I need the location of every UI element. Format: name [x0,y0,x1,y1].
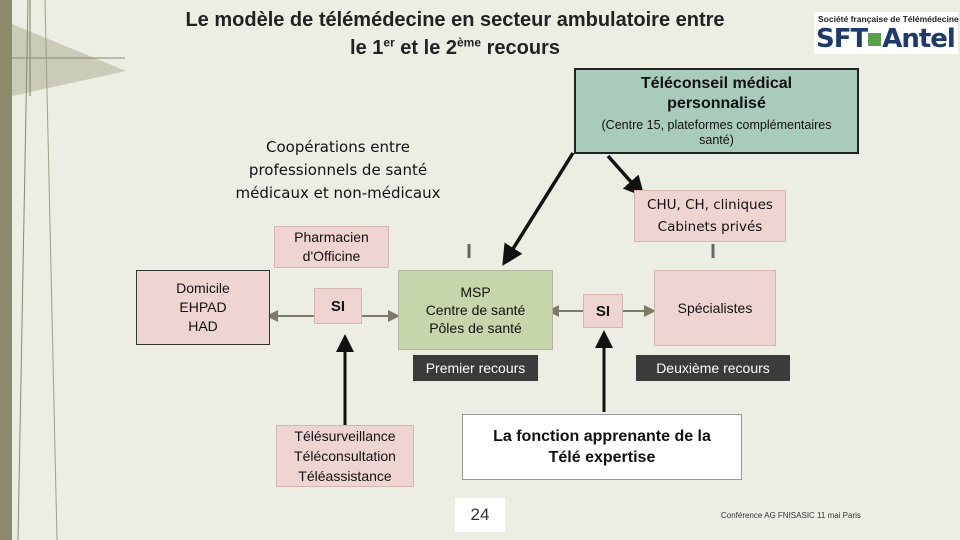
chu-line-2: Cabinets privés [657,219,763,235]
telesurveillance-line-1: Télésurveillance [294,428,396,444]
fonction-line-1: La fonction apprenante de la [493,428,711,445]
title-sup-1: er [383,35,395,50]
title-line-1: Le modèle de télémédecine en secteur amb… [185,9,725,31]
cooperations-line-3: médicaux et non-médicaux [235,184,441,202]
chu-line-1: CHU, CH, cliniques [647,197,773,213]
si-right-label: SI [595,302,611,320]
telesurveillance-line-2: Téléconsultation [294,448,396,464]
logo-text-b: Antel [882,24,956,54]
si-left-box: SI [314,288,362,324]
chu-box: CHU, CH, cliniques Cabinets privés [634,190,786,242]
page-number-text: 24 [470,505,490,524]
premier-recours-label: Premier recours [413,355,538,381]
logo-text-a: SFT [816,24,868,54]
fonction-line-2: Télé expertise [548,449,656,466]
si-left-label: SI [330,297,346,315]
slide-title: Le modèle de télémédecine en secteur amb… [120,6,790,62]
page-number: 24 [455,498,505,532]
telesurveillance-line-3: Téléassistance [298,468,392,484]
title-line-2: le 1er et le 2ème recours [120,34,790,62]
cooperations-line-1: Coopérations entre [266,138,410,156]
pharmacien-line-2: d'Officine [302,248,361,264]
logo-square-icon [868,33,882,46]
teleconseil-title-2: personnalisé [667,95,766,112]
cooperations-label: Coopérations entre professionnels de san… [218,136,458,205]
sft-antel-logo: Société française de Télémédecine SFT Ant… [814,12,959,54]
left-accent-bar [0,0,12,540]
msp-box: MSP Centre de santé Pôles de santé [398,270,553,350]
domicile-line-1: Domicile [176,280,230,296]
title-text-b: et le 2 [394,37,457,59]
deuxieme-recours-label: Deuxième recours [636,355,790,381]
premier-recours-text: Premier recours [425,360,526,376]
fonction-apprenante-box: La fonction apprenante de la Télé expert… [462,414,742,480]
arrow-teleconseil-to-msp [502,152,575,266]
teleconseil-detail-2: santé) [699,133,734,147]
title-text-c: recours [481,37,560,59]
teleconseil-box: Téléconseil médical personnalisé (Centre… [574,68,859,154]
msp-line-3: Pôles de santé [429,320,522,336]
logo-wordmark: SFT Antel [816,24,956,54]
domicile-line-2: EHPAD [179,299,227,315]
specialistes-label: Spécialistes [677,300,753,316]
msp-line-1: MSP [460,284,491,300]
si-right-box: SI [583,294,623,328]
teleconseil-title-1: Téléconseil médical [640,75,793,92]
domicile-line-3: HAD [188,318,218,334]
pharmacien-line-1: Pharmacien [294,229,369,245]
logo-subtitle: Société française de Télémédecine [818,14,959,24]
domicile-box: Domicile EHPAD HAD [136,270,270,345]
pharmacien-box: Pharmacien d'Officine [274,226,389,268]
msp-line-2: Centre de santé [425,302,526,318]
arrow-teleconseil-to-chu [606,154,645,198]
specialistes-box: Spécialistes [654,270,776,346]
footer-text: Conférence AG FNISASIC 11 mai Paris [721,511,861,520]
teleconseil-detail-1: (Centre 15, plateformes complémentaires [601,118,832,132]
title-sup-2: ème [457,35,482,50]
title-text-a: le 1 [350,37,384,59]
telesurveillance-box: Télésurveillance Téléconsultation Téléas… [276,425,414,487]
cooperations-line-2: professionnels de santé [248,161,428,179]
deuxieme-recours-text: Deuxième recours [656,360,770,376]
